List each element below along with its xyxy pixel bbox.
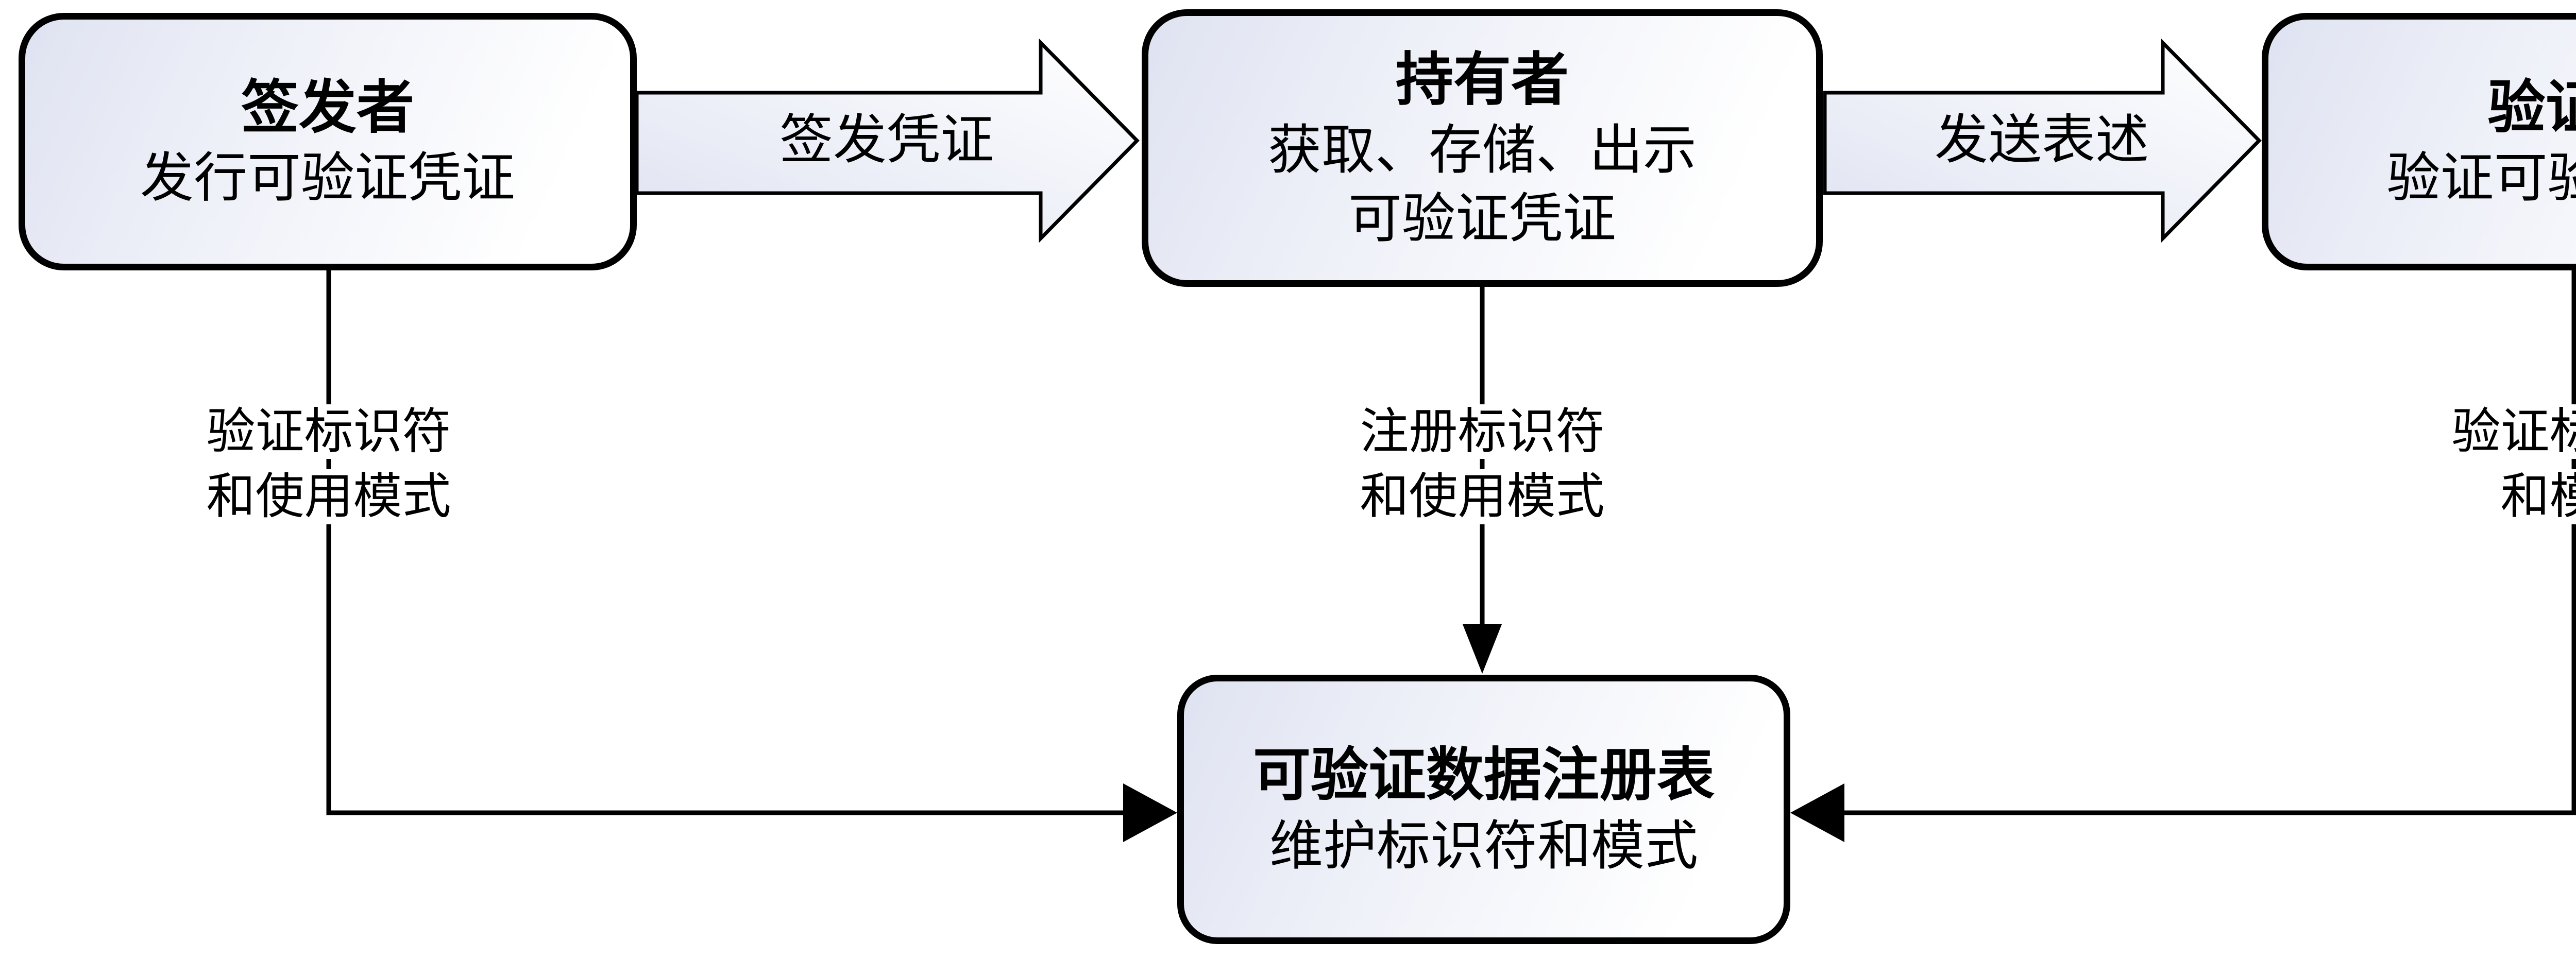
issuer-node: 签发者 发行可验证凭证 [19,13,637,270]
issuer-registry-arrowhead [1123,783,1177,842]
verifier-registry-connector [1839,270,2576,815]
holder-subtitle-line2: 可验证凭证 [1348,189,1616,249]
registry-node: 可验证数据注册表 维护标识符和模式 [1177,675,1790,944]
verifier-node: 验证者 验证可验证凭证 [2262,13,2576,270]
issuer-subtitle: 发行可验证凭证 [140,148,515,209]
verifier-registry-arrowhead [1790,783,1844,842]
issuer-registry-label-line1: 验证标识符 [202,404,455,459]
holder-registry-label: 注册标识符 和使用模式 [1317,404,1647,524]
holder-registry-label-line2: 和使用模式 [1355,469,1609,524]
holder-title: 持有者 [1396,47,1569,112]
issuer-registry-connector [326,270,1128,815]
verifier-registry-label-line2: 和模式 [2496,469,2576,524]
verifier-registry-label-line1: 验证标识符 [2447,404,2576,459]
holder-registry-label-line1: 注册标识符 [1355,404,1609,459]
registry-title: 可验证数据注册表 [1253,743,1715,808]
present-arrow-label: 发送表述 [1934,110,2149,170]
issuer-registry-label-line2: 和使用模式 [202,469,455,524]
present-block-arrow [1823,38,2262,243]
registry-subtitle: 维护标识符和模式 [1269,816,1698,876]
holder-node: 持有者 获取、存储、出示 可验证凭证 [1142,9,1823,287]
verifier-title: 验证者 [2487,75,2576,140]
issuer-registry-label: 验证标识符 和使用模式 [164,404,494,524]
verifier-subtitle: 验证可验证凭证 [2386,148,2576,209]
issuer-title: 签发者 [241,75,414,140]
holder-registry-arrowhead [1463,624,1502,674]
issue-arrow-label: 签发凭证 [779,110,994,170]
issue-block-arrow [635,38,1140,243]
verifier-registry-label: 验证标识符 和模式 [2409,404,2576,524]
holder-subtitle-line1: 获取、存储、出示 [1267,121,1697,181]
